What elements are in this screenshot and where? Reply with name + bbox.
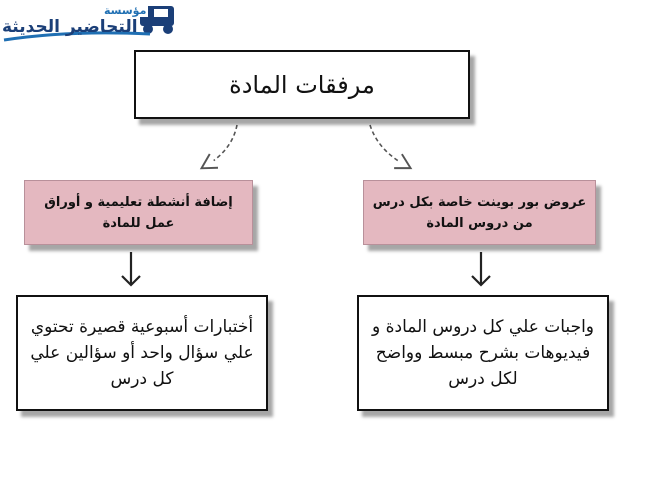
right-category-label: عروض بور بوينت خاصة بكل درس من دروس الما… [372,194,587,231]
root-node: مرفقات المادة [134,50,470,119]
left-category-node: إضافة أنشطة تعليمية و أوراق عمل للمادة [24,180,253,245]
left-detail-label: أختبارات أسبوعية قصيرة تحتوي علي سؤال وا… [30,317,254,389]
dashed-arrow-left [199,124,238,170]
logo-name: التحاضير الحديثة [2,17,138,37]
left-category-label: إضافة أنشطة تعليمية و أوراق عمل للمادة [44,194,233,231]
solid-arrow-left [121,252,141,287]
right-detail-label: واجبات علي كل دروس المادة و فيديوهات بشر… [371,317,595,389]
right-category-node: عروض بور بوينت خاصة بكل درس من دروس الما… [363,180,596,245]
logo: مؤسسة التحاضير الحديثة [0,0,190,48]
right-detail-node: واجبات علي كل دروس المادة و فيديوهات بشر… [357,295,609,411]
logo-subtitle: مؤسسة [102,4,149,17]
root-label: مرفقات المادة [229,70,375,99]
left-detail-node: أختبارات أسبوعية قصيرة تحتوي علي سؤال وا… [16,295,268,411]
delivery-truck-icon [3,6,174,42]
dashed-arrow-right [369,124,413,170]
solid-arrow-right [471,252,491,287]
